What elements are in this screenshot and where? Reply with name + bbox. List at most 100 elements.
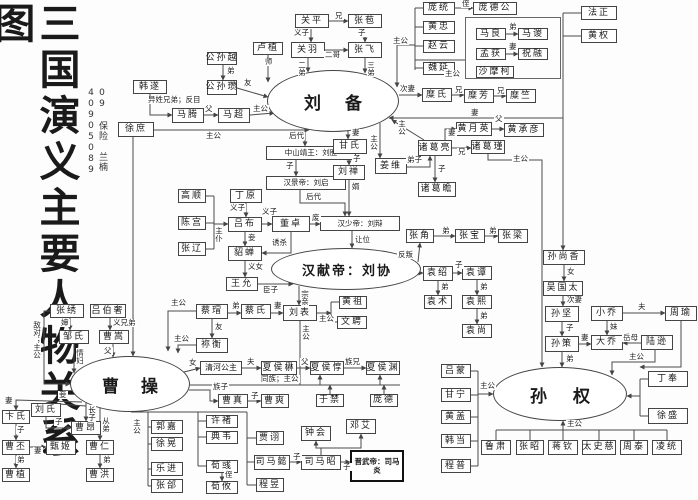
relationship-edge bbox=[321, 433, 364, 449]
edge-label: 主公 bbox=[170, 298, 187, 307]
node-bian-shi: 卞氏 bbox=[2, 410, 30, 424]
node-chen-gong: 陈宫 bbox=[178, 216, 206, 230]
edge-label: 子 bbox=[250, 391, 260, 400]
node-lv-bu: 吕布 bbox=[228, 217, 262, 232]
node-liu-shi: 刘氏 bbox=[31, 403, 61, 417]
node-jia-xu: 贾诩 bbox=[256, 431, 284, 445]
node-cai-shi: 蔡氏 bbox=[241, 304, 271, 319]
relationship-edge bbox=[487, 154, 545, 368]
edge-label: 妾 bbox=[58, 390, 68, 399]
node-ma-su: 马谡 bbox=[518, 28, 548, 40]
node-zhang-jiao: 张角 bbox=[406, 229, 434, 243]
relationship-edge bbox=[609, 350, 656, 376]
edge-label: 弟 bbox=[508, 22, 518, 31]
node-huang-zu: 黄祖 bbox=[339, 296, 367, 309]
edge-label: 父 bbox=[103, 346, 113, 355]
relationship-edge bbox=[639, 321, 682, 370]
node-xu-shu: 徐庶 bbox=[118, 122, 154, 137]
edge-label: 父 bbox=[300, 357, 310, 366]
node-zhang-liang-hj: 张梁 bbox=[498, 229, 528, 243]
node-gan-ning: 甘宁 bbox=[441, 388, 471, 402]
edge-label: 弟子 bbox=[406, 155, 423, 164]
edge-label: 后代 bbox=[288, 131, 305, 140]
edge-label: 子 bbox=[437, 164, 447, 173]
edge-label: 主公 bbox=[392, 36, 409, 45]
node-sha-mo-ke: 沙摩柯 bbox=[476, 66, 514, 78]
relationship-edge bbox=[175, 344, 196, 354]
edge-label: 主公 bbox=[397, 119, 407, 136]
relationship-edge bbox=[313, 440, 322, 455]
edge-label: 弟 bbox=[226, 66, 236, 75]
relationship-edge bbox=[165, 310, 196, 352]
edge-label: 婿 bbox=[351, 182, 361, 191]
edge-label: 友 bbox=[243, 78, 253, 87]
edge-label: 弟 bbox=[479, 282, 489, 291]
node-xia-hou-dun: 夏侯惇 bbox=[310, 361, 344, 375]
edge-label: 女 bbox=[566, 267, 576, 276]
node-cao-ang: 曹昂 bbox=[71, 421, 101, 435]
node-qing-he-gong-zhu: 清河公主 bbox=[200, 361, 242, 375]
edge-label: 夫 bbox=[637, 302, 647, 311]
edge-label: 子 bbox=[292, 452, 302, 461]
node-lv-bo-she: 吕伯奢 bbox=[90, 304, 126, 318]
edge-label: 主公 bbox=[628, 352, 645, 361]
edge-label: 子 bbox=[54, 417, 64, 426]
edge-label: 诱杀 bbox=[271, 238, 288, 247]
edge-label: 情妇 bbox=[75, 348, 85, 365]
relationship-edge bbox=[189, 389, 219, 404]
edge-label: 族兄 bbox=[344, 357, 361, 366]
node-le-jin: 乐进 bbox=[151, 462, 183, 476]
node-wang-yun: 王允 bbox=[226, 277, 258, 291]
node-cao-ren: 曹仁 bbox=[86, 440, 114, 455]
node-cao-zhi: 曹植 bbox=[2, 468, 30, 482]
node-gan-shi: 甘氏 bbox=[333, 139, 367, 154]
edge-label: 子 bbox=[357, 28, 367, 37]
node-mi-heng: 祢衡 bbox=[196, 338, 228, 353]
edge-label: 主公 bbox=[205, 131, 222, 140]
node-cheng-yu: 程昱 bbox=[256, 478, 284, 492]
edge-label: 主公 bbox=[252, 104, 269, 113]
node-xun-you: 荀攸 bbox=[206, 481, 238, 494]
node-xia-hou-yuan: 夏侯渊 bbox=[366, 361, 400, 375]
edge-label: 弟 bbox=[440, 282, 450, 291]
node-cao-hong: 曹洪 bbox=[86, 468, 114, 482]
node-zhong-hui: 钟会 bbox=[301, 426, 331, 441]
relationship-edge bbox=[249, 110, 275, 116]
node-pang-de-gong: 庞德公 bbox=[473, 2, 517, 15]
node-wu-guo-tai: 吴国太 bbox=[543, 281, 583, 296]
node-ling-tong: 凌统 bbox=[652, 440, 682, 455]
edge-label: 主仆 bbox=[214, 226, 224, 243]
edge-label: 反叛 bbox=[397, 250, 414, 259]
edge-label: 二哥 bbox=[324, 50, 341, 59]
author-note: 09 保险 兰楠 40905089 bbox=[86, 88, 107, 176]
relationship-edge bbox=[407, 155, 433, 168]
edge-label: 让位 bbox=[354, 235, 371, 244]
edge-label: 兄 bbox=[496, 86, 506, 95]
node-jiang-wei: 姜维 bbox=[375, 158, 407, 174]
node-ding-feng: 丁奉 bbox=[648, 371, 688, 387]
node-huang-cheng-yan: 黄承彦 bbox=[504, 123, 544, 137]
edge-label: 妻 bbox=[508, 42, 518, 51]
node-han-dang: 韩当 bbox=[441, 434, 471, 448]
edge-label: 主公 bbox=[301, 324, 311, 341]
relationship-edge bbox=[417, 242, 423, 263]
edge-label: 族子 bbox=[212, 382, 229, 391]
edge-label: 妻 bbox=[273, 301, 283, 310]
edge-label: 主公 bbox=[318, 314, 335, 323]
node-pang-de: 庞德 bbox=[370, 394, 398, 407]
node-zhuge-jin: 诸葛瑾 bbox=[471, 140, 505, 154]
node-zou-shi: 邹氏 bbox=[59, 330, 89, 344]
edge-label: 弟 bbox=[231, 301, 241, 310]
edge-label: 宗亲 bbox=[300, 289, 310, 306]
node-lu-zhi: 卢植 bbox=[253, 42, 283, 55]
node-zhang-xiu: 张绣 bbox=[50, 304, 84, 318]
edge-label: 义子 bbox=[261, 207, 278, 216]
node-liu-bei: 刘备 bbox=[267, 70, 399, 132]
edge-label: 废 bbox=[311, 213, 321, 222]
edge-label: 兄 bbox=[457, 147, 467, 156]
node-lv-meng: 吕蒙 bbox=[441, 364, 471, 378]
edge-label: 次妻 bbox=[566, 295, 583, 304]
edge-label: 夫 bbox=[246, 357, 256, 366]
node-zhang-bao-hj: 张宝 bbox=[455, 229, 485, 243]
